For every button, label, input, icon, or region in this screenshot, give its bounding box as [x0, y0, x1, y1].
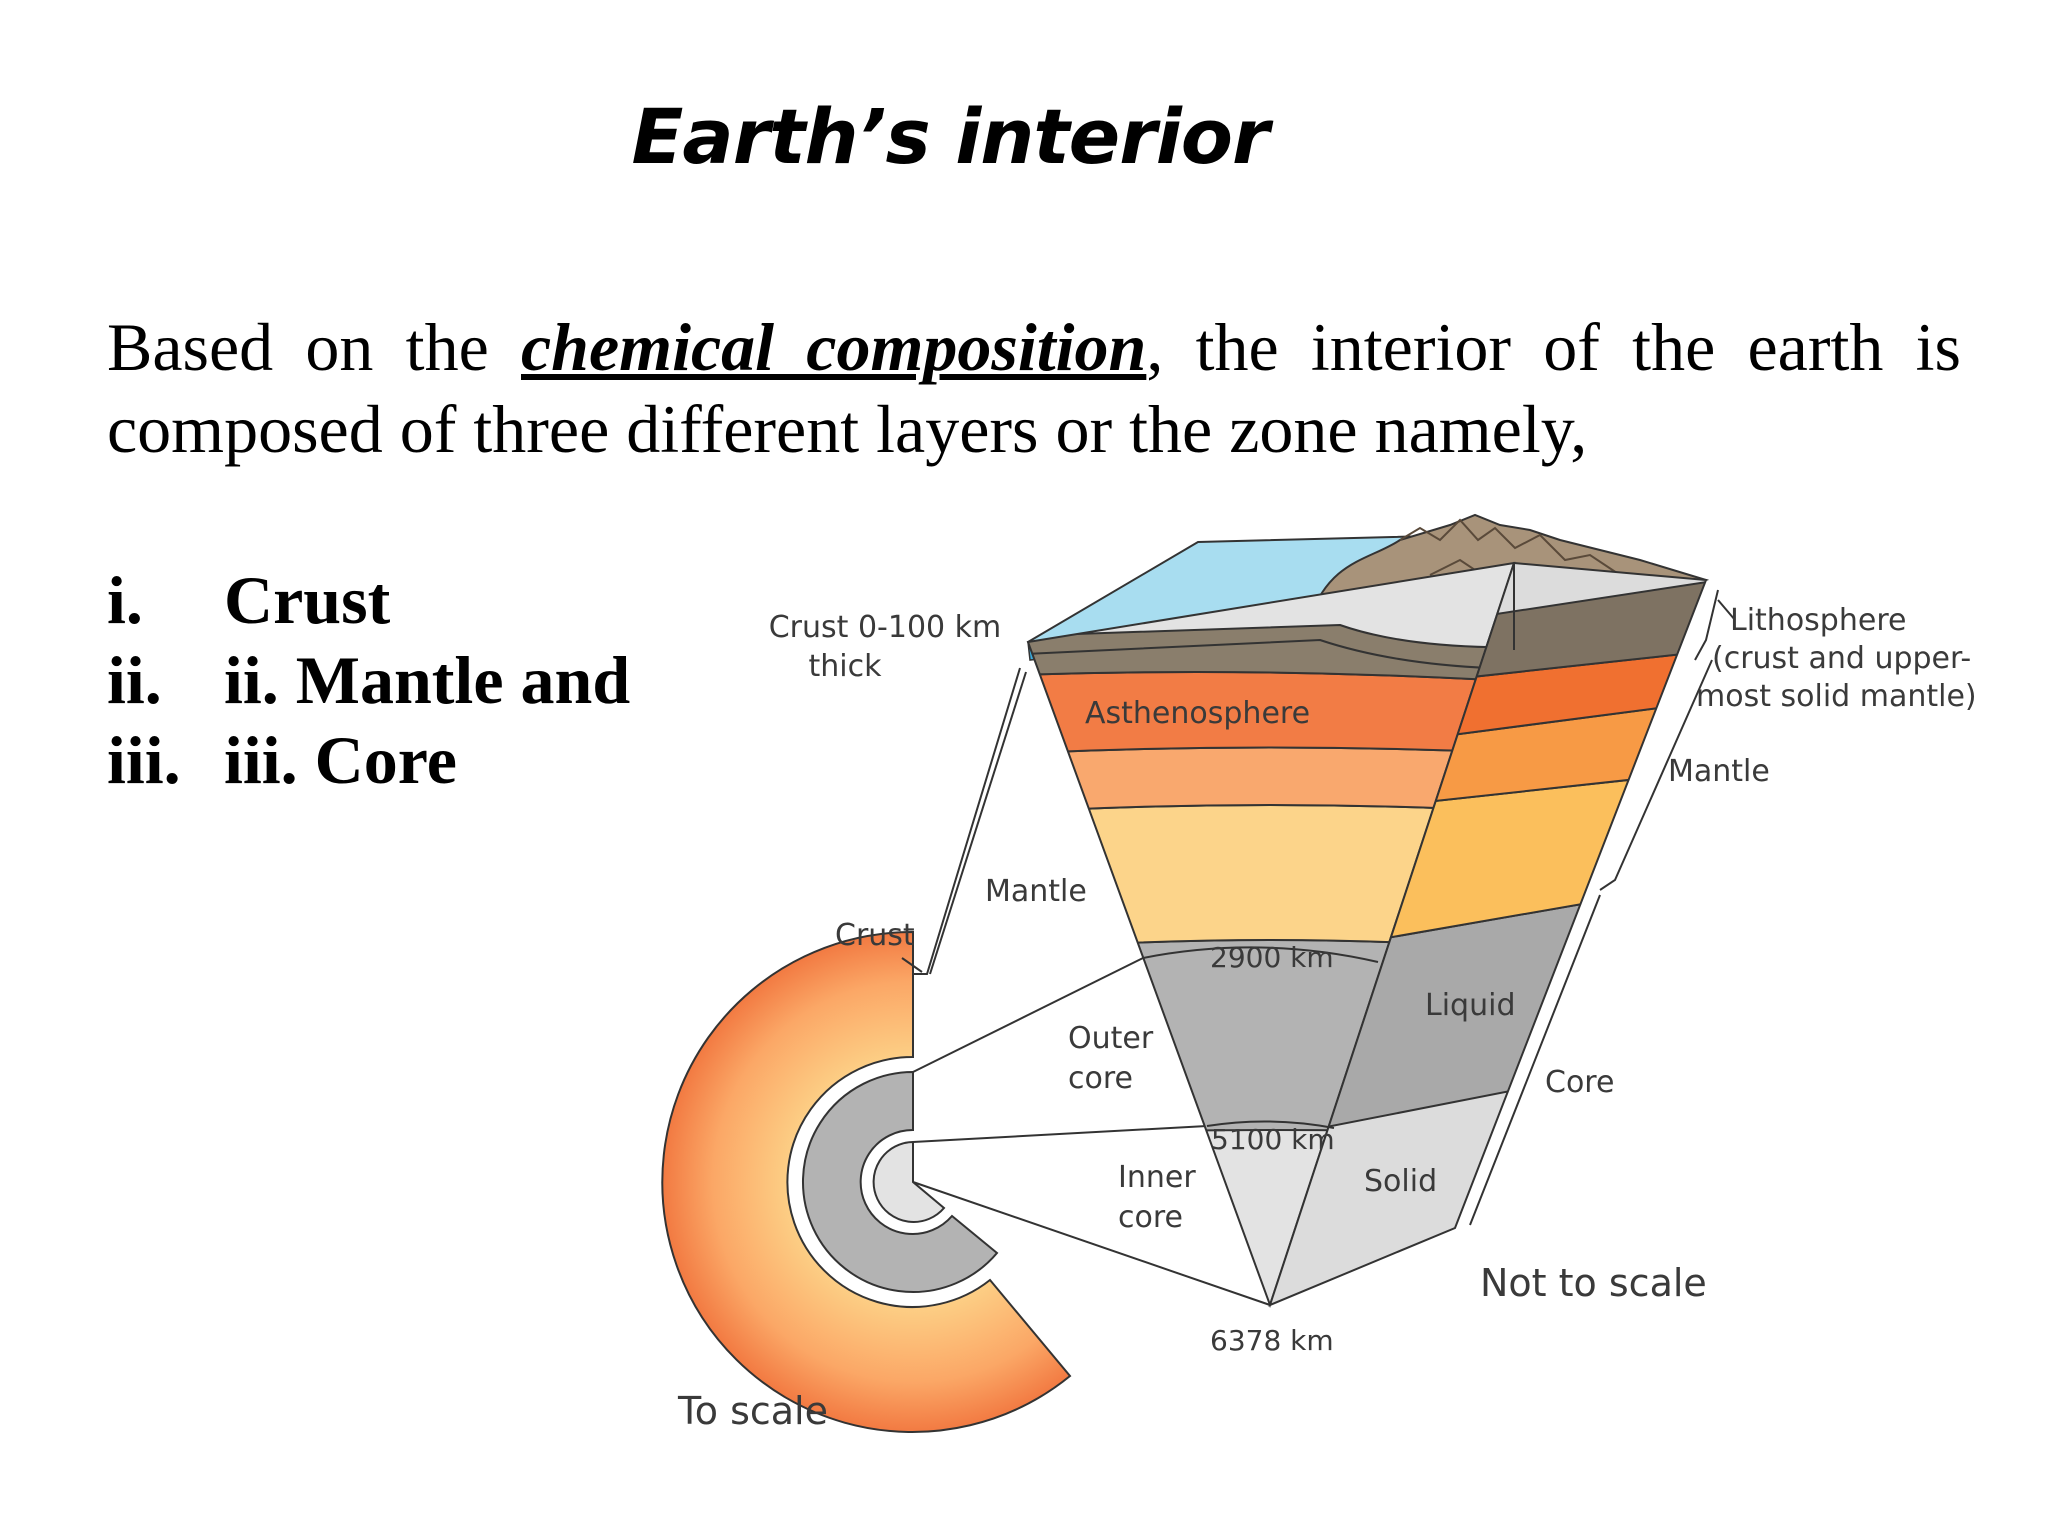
label-liquid: Liquid: [1425, 988, 1515, 1023]
list-number: ii.: [107, 642, 162, 718]
label-solid: Solid: [1364, 1164, 1437, 1199]
label-depth-2900: 2900 km: [1210, 941, 1334, 974]
label-crust-thickness: Crust 0-100 km: [769, 610, 1002, 645]
label-lithosphere-desc-1: (crust and upper-: [1712, 641, 1971, 676]
label-asthenosphere: Asthenosphere: [1085, 696, 1310, 731]
list-label: Crust: [224, 562, 391, 638]
connector-lines: [912, 667, 1271, 1306]
label-inner-core-1: Inner: [1118, 1160, 1196, 1195]
to-scale-outer-core: [801, 1070, 999, 1293]
list-number: iii.: [107, 722, 181, 798]
list-item: i. Crust: [107, 560, 630, 640]
label-mantle-right: Mantle: [1668, 754, 1770, 789]
intro-emphasis: chemical composition: [521, 309, 1147, 385]
upper-crust-band: [1028, 638, 1514, 671]
layers-list: i. Crust ii. ii. Mantle and iii. iii. Co…: [107, 560, 630, 800]
to-scale-inner-core: [872, 1140, 946, 1223]
page-title: Earth’s interior: [631, 92, 1270, 181]
label-outer-core-2: core: [1068, 1061, 1133, 1096]
crust-layer: [1028, 623, 1514, 692]
intro-text-before: Based on the: [107, 309, 521, 385]
to-scale-cross-section: [661, 930, 1072, 1433]
label-depth-6378: 6378 km: [1210, 1324, 1334, 1357]
label-lithosphere-desc-2: most solid mantle): [1696, 679, 1977, 714]
crust-pointer: [901, 957, 923, 973]
label-not-to-scale: Not to scale: [1480, 1261, 1707, 1305]
to-scale-mantle: [661, 930, 1072, 1433]
list-item: ii. ii. Mantle and: [107, 640, 630, 720]
diagram-labels: Crust 0-100 km thick Asthenosphere Litho…: [677, 603, 1977, 1433]
list-number: i.: [107, 562, 143, 638]
label-crust-thick: thick: [809, 649, 883, 684]
label-core-right: Core: [1545, 1065, 1614, 1100]
label-lithosphere: Lithosphere: [1730, 603, 1906, 638]
label-to-scale: To scale: [677, 1389, 828, 1433]
right-brackets: [1469, 589, 1736, 1226]
label-inner-core-2: core: [1118, 1200, 1183, 1235]
list-label: iii. Core: [224, 722, 457, 798]
label-crust: Crust: [835, 918, 915, 953]
list-item: iii. iii. Core: [107, 720, 630, 800]
list-label: ii. Mantle and: [224, 642, 631, 718]
intro-paragraph: Based on the chemical composition, the i…: [107, 306, 1961, 470]
label-outer-core-1: Outer: [1068, 1021, 1154, 1056]
boundary-5100: [1206, 1120, 1335, 1129]
earth-wedge: [1026, 513, 1710, 1309]
boundary-2900: [1142, 946, 1379, 963]
label-mantle-left: Mantle: [985, 874, 1087, 909]
label-depth-5100: 5100 km: [1211, 1123, 1335, 1156]
intro-text-after: , the interior of the earth is composed …: [107, 309, 1961, 467]
